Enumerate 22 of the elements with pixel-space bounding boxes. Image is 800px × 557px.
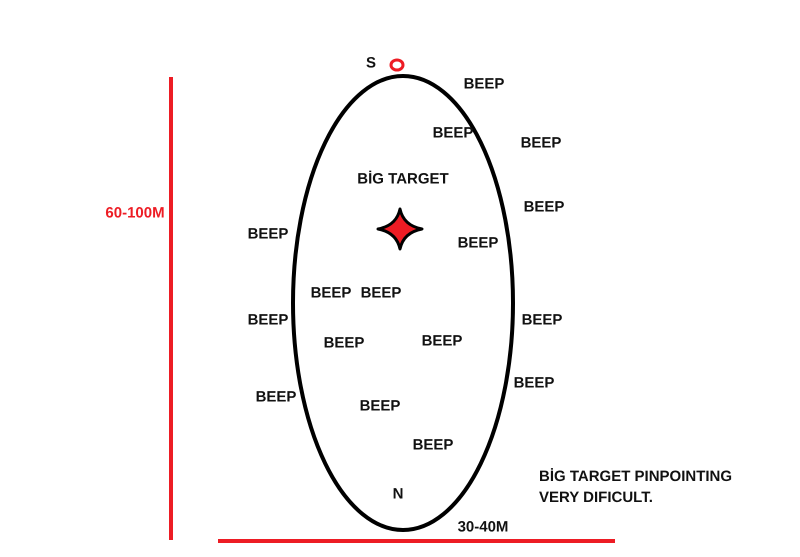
beep-label: BEEP	[464, 76, 504, 92]
beep-label: BEEP	[514, 374, 554, 392]
beep-label: BEEP	[520, 134, 562, 152]
beep-label: BEEP	[522, 312, 562, 328]
direction-label: S	[366, 54, 376, 72]
target-label: BİG TARGET	[357, 170, 449, 188]
beep-label: BEEP	[524, 198, 564, 216]
beep-label: BEEP	[458, 234, 498, 252]
dimension-label: 30-40M	[458, 518, 508, 536]
dimension-label: 60-100M	[105, 204, 165, 222]
beep-label: BEEP	[422, 332, 462, 350]
beep-label: BEEP	[412, 436, 454, 454]
note-text: BİG TARGET PINPOINTING VERY DIFICULT.	[539, 467, 734, 508]
beep-label: BEEP	[432, 124, 474, 142]
beep-label: BEEP	[248, 312, 288, 328]
beep-label: BEEP	[256, 388, 296, 406]
beep-label: BEEP	[360, 398, 400, 414]
beep-label: BEEP	[324, 334, 364, 352]
beep-label: BEEP	[360, 284, 402, 302]
direction-label: N	[392, 486, 404, 502]
beep-label: BEEP	[310, 284, 352, 302]
beep-label: BEEP	[248, 226, 288, 242]
